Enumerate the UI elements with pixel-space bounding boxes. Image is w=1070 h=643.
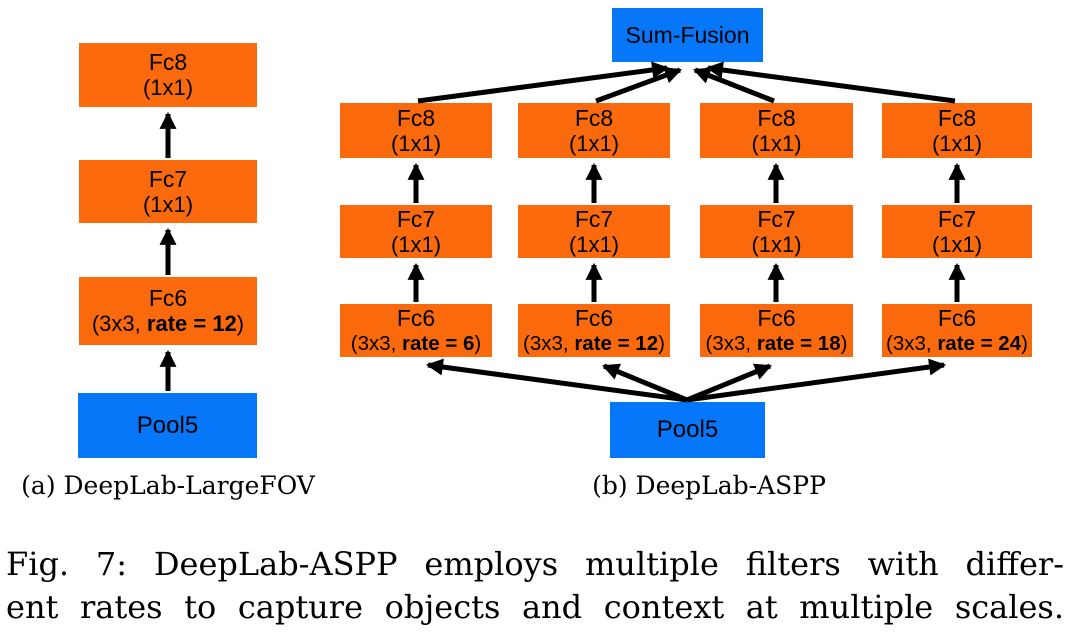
figure-caption-line1: Fig. 7: DeepLab-ASPP employs multiple fi… [6,545,1064,583]
node-sublabel: (1x1) [390,130,442,156]
fc6-rate-value: rate = 18 [756,332,841,355]
node-label: Fc6 [574,305,614,331]
fc6-rate-value: rate = 12 [146,311,237,336]
node-b2-fc6: Fc6 (3x3, rate = 12) [518,304,670,357]
figure-caption-line2: ent rates to capture objects and context… [6,588,1064,626]
arrow-pool5-b4-fc6 [686,358,947,403]
arrow-pool5-b1-fc6 [425,358,688,403]
node-sum-fusion: Sum-Fusion [612,8,763,62]
node-b1-fc7: Fc7 (1x1) [340,205,492,258]
node-sublabel: (1x1) [568,231,620,257]
node-label: Fc8 [757,104,796,131]
node-label: Pool5 [656,416,719,443]
node-label: Fc7 [574,205,614,232]
node-b1-fc8: Fc8 (1x1) [340,103,492,158]
node-sublabel: (3x3, rate = 18) [706,331,848,356]
node-label: Fc8 [937,104,977,131]
node-sublabel: (1x1) [390,231,442,257]
node-b2-fc8: Fc8 (1x1) [518,103,670,158]
node-a-fc6: Fc6 (3x3, rate = 12) [79,277,257,345]
node-label: Fc8 [574,104,614,131]
node-a-fc8: Fc8 (1x1) [79,43,257,107]
node-sublabel: (1x1) [751,130,802,156]
node-b2-fc7: Fc7 (1x1) [518,205,670,258]
arrow-b1-fc8-fusion [417,61,670,104]
fc6-sub-prefix: (3x3, [886,332,938,355]
node-b4-fc8: Fc8 (1x1) [882,103,1032,158]
subcaption-b: (b) DeepLab-ASPP [592,471,826,500]
node-sublabel: (1x1) [142,75,194,100]
arrow-b4-fc8-fusion [705,61,956,104]
node-sublabel: (3x3, rate = 24) [886,331,1028,356]
node-label: Fc7 [937,205,977,232]
subcaption-a: (a) DeepLab-LargeFOV [21,471,315,500]
node-a-pool5: Pool5 [78,393,257,458]
node-sublabel: (1x1) [751,231,802,257]
fc6-sub-prefix: (3x3, [705,332,757,355]
node-sublabel: (3x3, rate = 12) [523,331,665,356]
arrow-pool5-b3-fc6 [686,363,772,403]
fc6-sub-prefix: (3x3, [523,332,575,355]
fc6-sub-suffix: ) [658,332,665,355]
node-label: Fc8 [396,104,436,131]
node-sublabel: (1x1) [142,191,194,217]
node-label: Sum-Fusion [625,22,750,48]
figure-caption: Fig. 7: DeepLab-ASPP employs multiple fi… [6,543,1064,629]
node-sublabel: (1x1) [931,130,983,156]
node-b1-fc6: Fc6 (3x3, rate = 6) [340,304,492,357]
node-label: Fc6 [937,305,977,331]
fc6-sub-suffix: ) [236,311,245,336]
node-b3-fc7: Fc7 (1x1) [700,205,853,258]
arrow-b3-fc8-fusion [693,67,775,104]
fc6-sub-suffix: ) [840,332,848,355]
fc6-sub-prefix: (3x3, [91,311,147,336]
node-b4-fc6: Fc6 (3x3, rate = 24) [882,304,1032,357]
node-sublabel: (1x1) [568,130,620,156]
node-label: Fc8 [148,49,188,75]
node-b-pool5: Pool5 [610,402,765,458]
fc6-sub-suffix: ) [1021,332,1028,355]
node-sublabel: (3x3, rate = 6) [351,331,481,356]
node-label: Pool5 [136,411,199,439]
node-b3-fc8: Fc8 (1x1) [700,103,853,158]
node-b4-fc7: Fc7 (1x1) [882,205,1032,258]
fc6-sub-suffix: ) [474,332,482,355]
node-label: Fc6 [396,305,436,331]
node-label: Fc7 [148,165,188,192]
node-sublabel: (1x1) [931,231,983,257]
node-a-fc7: Fc7 (1x1) [79,160,257,223]
fc6-sub-prefix: (3x3, [350,332,403,355]
arrow-b2-fc8-fusion [595,67,682,104]
fc6-rate-value: rate = 24 [937,332,1022,355]
node-label: Fc6 [148,285,188,311]
node-sublabel: (3x3, rate = 12) [92,311,244,337]
arrow-pool5-b2-fc6 [602,363,688,403]
node-label: Fc7 [757,205,796,232]
node-b3-fc6: Fc6 (3x3, rate = 18) [700,304,853,357]
node-label: Fc6 [757,305,796,331]
fc6-rate-value: rate = 12 [574,332,659,355]
fc6-rate-value: rate = 6 [402,332,475,355]
node-label: Fc7 [396,205,436,232]
